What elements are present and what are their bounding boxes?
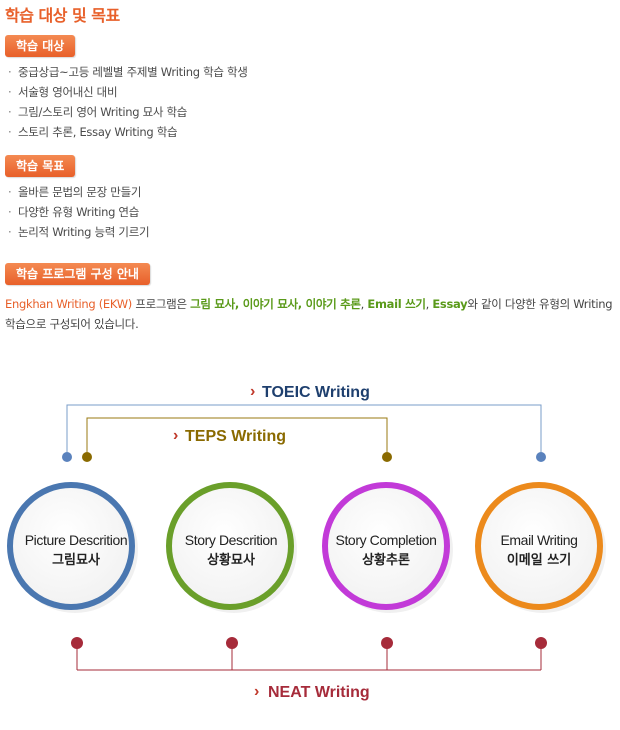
highlight-essay: Essay xyxy=(432,297,468,311)
circle-story-completion: Story Completion 상황추론 xyxy=(322,482,453,613)
page-title: 학습 대상 및 목표 xyxy=(5,6,120,25)
neat-node-1 xyxy=(71,637,83,649)
highlight-types: 그림 묘사, 이야기 묘사, 이야기 추론 xyxy=(190,297,361,311)
bullet-icon: · xyxy=(8,125,12,139)
list-item: ·그림/스토리 영어 Writing 묘사 학습 xyxy=(8,102,248,122)
neat-node-2 xyxy=(226,637,238,649)
teps-label: TEPS Writing xyxy=(185,428,286,445)
toeic-label: TOEIC Writing xyxy=(262,384,370,401)
toeic-arrow-icon: › xyxy=(250,383,255,400)
circle-title: Story Completion xyxy=(336,532,437,548)
circle-subtitle: 상황묘사 xyxy=(207,552,255,568)
teps-node-3 xyxy=(382,452,392,462)
circle-subtitle: 이메일 쓰기 xyxy=(507,552,571,568)
circle-picture-description: Picture Descrition 그림묘사 xyxy=(7,482,138,613)
teps-arrow-icon: › xyxy=(173,427,178,444)
bullet-icon: · xyxy=(8,65,12,79)
section-badge-goal: 학습 목표 xyxy=(5,155,76,177)
neat-node-3 xyxy=(381,637,393,649)
list-item: ·서술형 영어내신 대비 xyxy=(8,82,248,102)
circle-subtitle: 상황추론 xyxy=(362,552,410,568)
circle-title: Email Writing xyxy=(500,532,577,548)
circle-email-writing: Email Writing 이메일 쓰기 xyxy=(475,482,606,613)
list-item: ·중급상급~고등 레벨별 주제별 Writing 학습 학생 xyxy=(8,62,248,82)
bullet-icon: · xyxy=(8,85,12,99)
bullet-icon: · xyxy=(8,105,12,119)
toeic-node-4 xyxy=(536,452,546,462)
circle-title: Picture Descrition xyxy=(25,532,128,548)
bullet-icon: · xyxy=(8,185,12,199)
section-badge-target: 학습 대상 xyxy=(5,35,76,57)
bullet-icon: · xyxy=(8,225,12,239)
list-item: ·스토리 추론, Essay Writing 학습 xyxy=(8,122,248,142)
target-list: ·중급상급~고등 레벨별 주제별 Writing 학습 학생 ·서술형 영어내신… xyxy=(8,62,248,142)
toeic-connector xyxy=(66,404,542,457)
list-item: ·논리적 Writing 능력 기르기 xyxy=(8,222,150,242)
circle-title: Story Descrition xyxy=(185,532,277,548)
neat-arrow-icon: › xyxy=(254,683,259,700)
section-badge-program: 학습 프로그램 구성 안내 xyxy=(5,263,150,285)
neat-label: NEAT Writing xyxy=(268,684,370,701)
circle-subtitle: 그림묘사 xyxy=(52,552,100,568)
circle-story-description: Story Descrition 상황묘사 xyxy=(166,482,297,613)
toeic-node-1 xyxy=(62,452,72,462)
list-item: ·다양한 유형 Writing 연습 xyxy=(8,202,149,222)
teps-connector xyxy=(86,417,388,457)
bullet-icon: · xyxy=(8,205,12,219)
goal-list: ·올바른 문법의 문장 만들기 ·다양한 유형 Writing 연습 ·논리적 … xyxy=(8,182,150,242)
highlight-email: Email 쓰기 xyxy=(367,297,426,311)
list-item: ·올바른 문법의 문장 만들기 xyxy=(8,182,149,202)
neat-node-4 xyxy=(535,637,547,649)
teps-node-1 xyxy=(82,452,92,462)
brand-name: Engkhan Writing (EKW) xyxy=(5,297,132,311)
program-intro: Engkhan Writing (EKW) 프로그램은 그림 묘사, 이야기 묘… xyxy=(5,297,613,331)
